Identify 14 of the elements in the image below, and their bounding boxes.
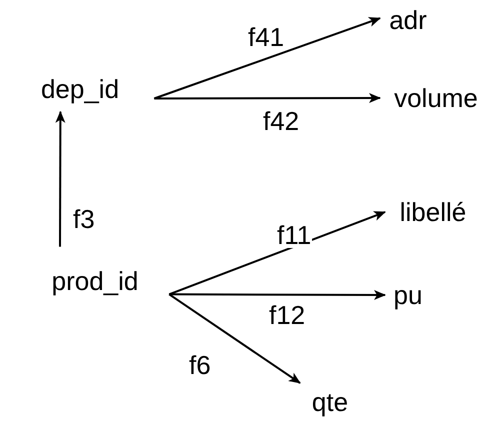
node-label: qte xyxy=(300,383,360,421)
node-label: dep_id xyxy=(10,70,150,108)
node-label: prod_id xyxy=(25,262,165,300)
arrow xyxy=(168,293,301,384)
arrow xyxy=(154,17,381,100)
arrow xyxy=(154,93,381,104)
arrow xyxy=(168,211,386,296)
node-label: adr xyxy=(380,2,436,38)
node-label: pu xyxy=(385,276,431,314)
arrow xyxy=(55,110,66,247)
node-label: libellé xyxy=(385,193,481,231)
edge-label: f11 xyxy=(276,222,312,248)
node-label: volume xyxy=(380,79,492,117)
arrow xyxy=(169,290,386,300)
